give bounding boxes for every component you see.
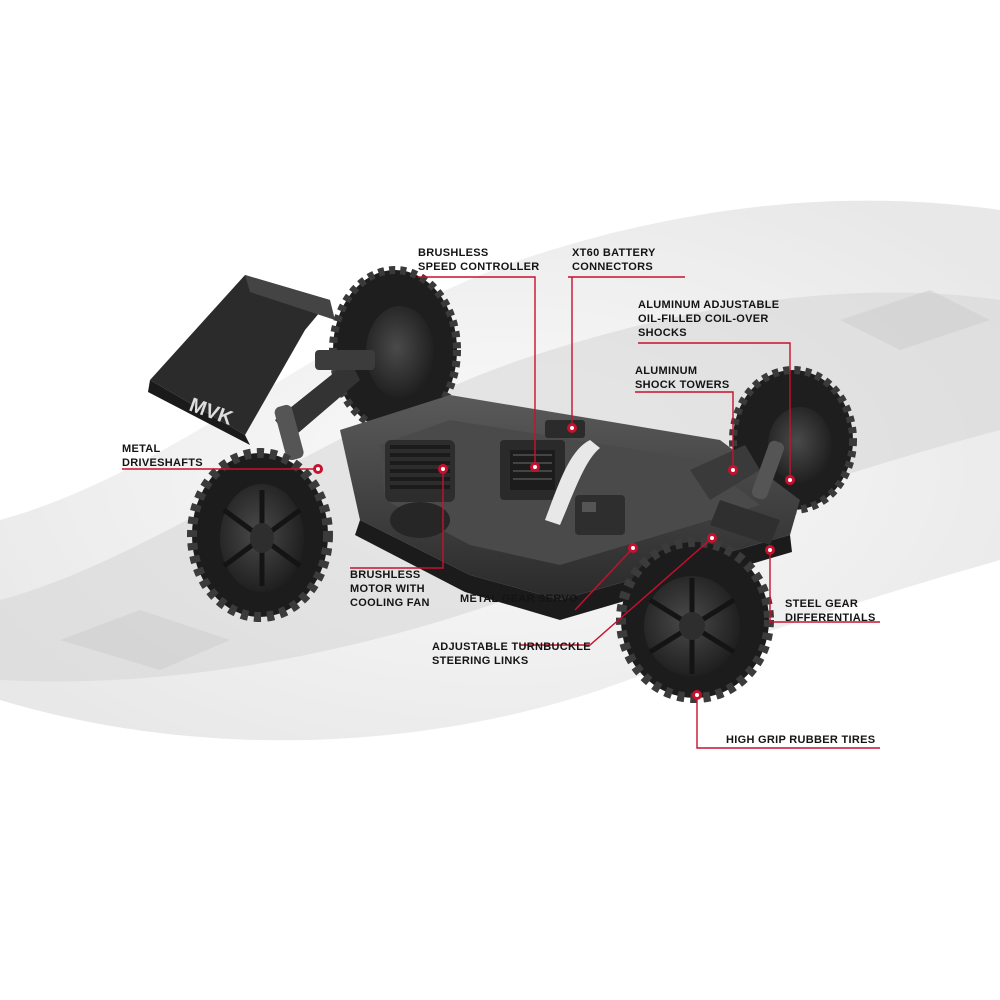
callout-tires: HIGH GRIP RUBBER TIRES [726, 734, 876, 746]
callout-shock-towers: ALUMINUM SHOCK TOWERS [635, 365, 730, 391]
leader-servo [574, 547, 634, 611]
leader-turnbuckle [520, 537, 713, 646]
front-suspension [690, 440, 785, 545]
leader-tires [696, 695, 880, 749]
front-left-wheel [616, 537, 774, 703]
rear-wing: MVK [148, 275, 335, 445]
leader-shocks [638, 342, 791, 480]
callout-markers [313, 423, 795, 700]
callout-speed-controller: BRUSHLESS SPEED CONTROLLER [418, 247, 540, 273]
leader-towers [635, 391, 734, 470]
leader-motor [350, 469, 444, 569]
rear-left-wheel [187, 448, 333, 622]
leader-esc [418, 276, 536, 467]
callout-turnbuckle-links: ADJUSTABLE TURNBUCKLE STEERING LINKS [432, 641, 591, 667]
callout-battery-connectors: XT60 BATTERY CONNECTORS [572, 247, 656, 273]
callout-differentials: STEEL GEAR DIFFERENTIALS [785, 598, 876, 624]
receiver-box [575, 495, 625, 535]
callout-driveshafts: METAL DRIVESHAFTS [122, 443, 203, 469]
callout-shocks: ALUMINUM ADJUSTABLE OIL-FILLED COIL-OVER… [638, 299, 780, 339]
motor [385, 440, 455, 538]
callout-motor: BRUSHLESS MOTOR WITH COOLING FAN [350, 569, 430, 609]
callout-servo: METAL GEAR SERVO [460, 593, 578, 605]
leader-diffs [769, 550, 880, 623]
rear-suspension [274, 350, 375, 461]
leader-lines [122, 276, 880, 749]
